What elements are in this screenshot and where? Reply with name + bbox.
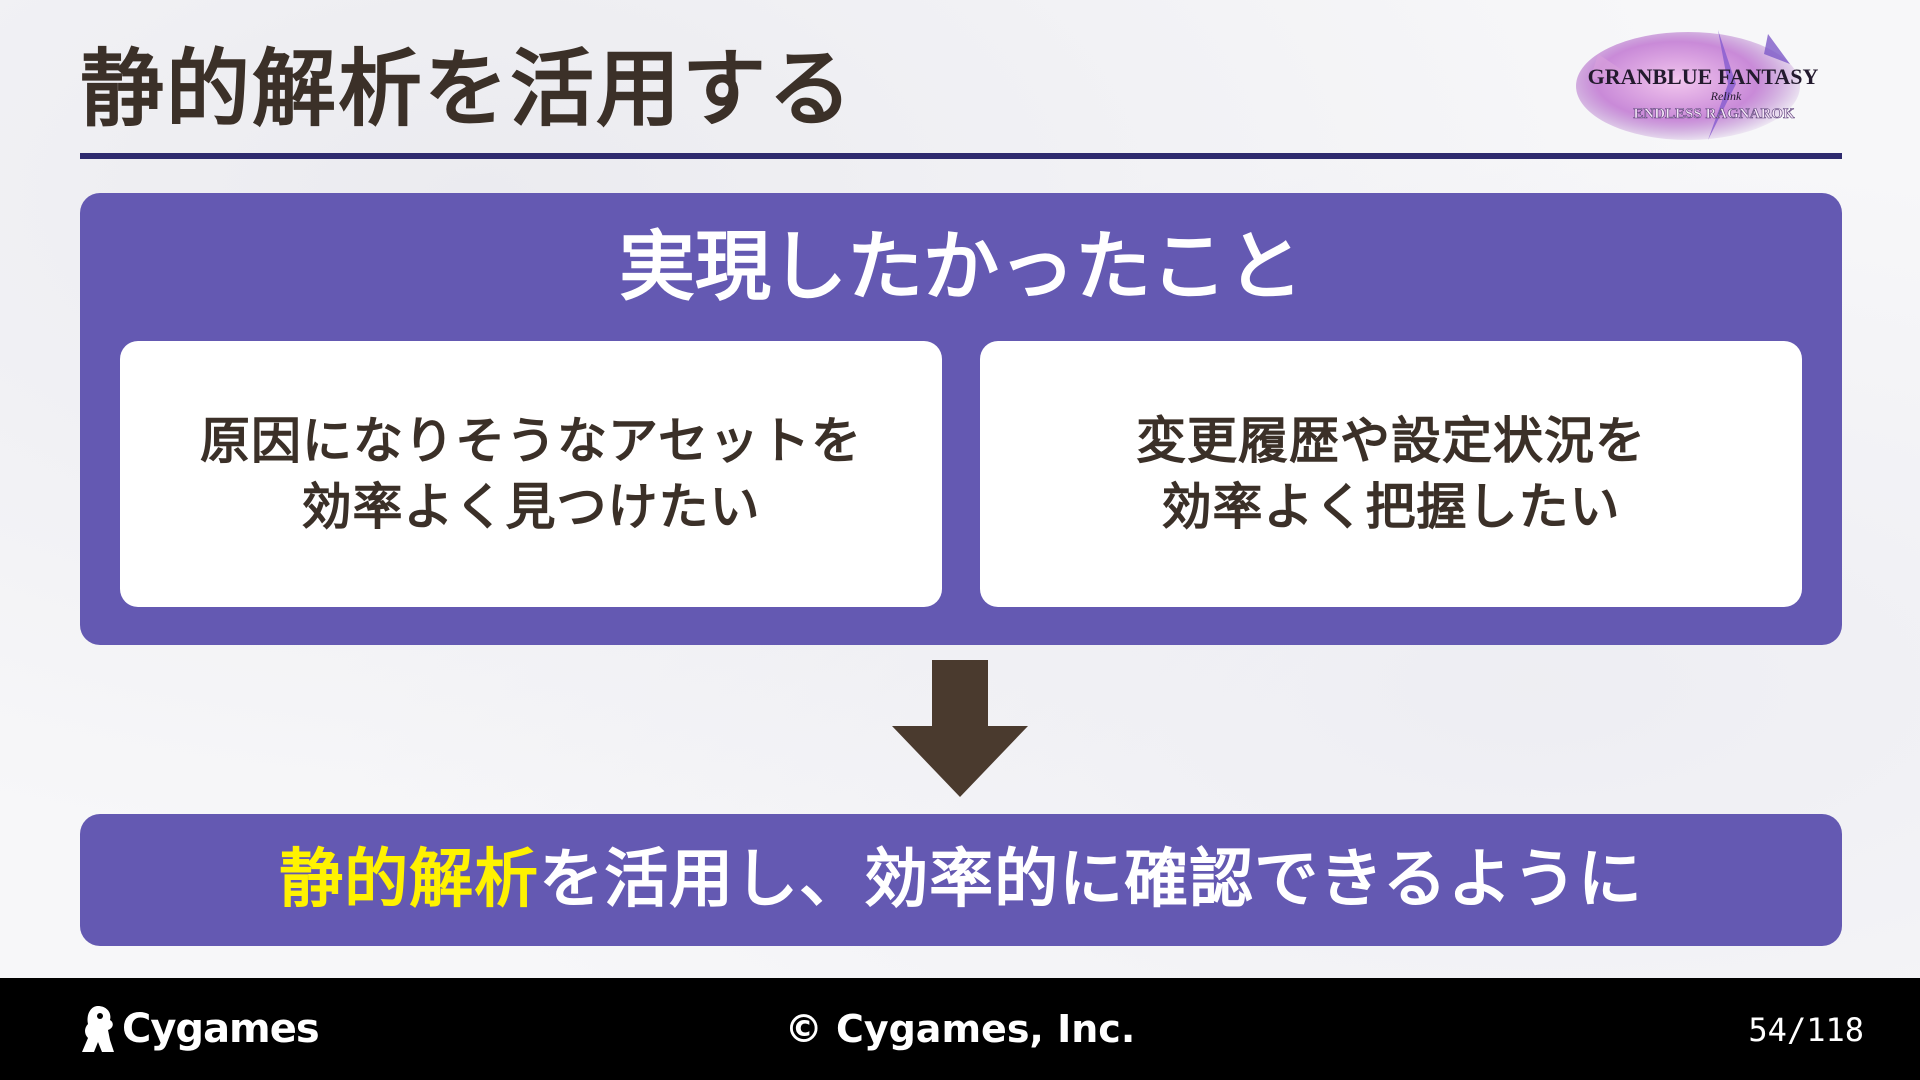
page-number: 54/118: [1748, 1011, 1864, 1049]
goal-card-line: 効率よく把握したい: [1161, 478, 1621, 536]
goals-panel: 実現したかったこと 原因になりそうなアセットを 効率よく見つけたい 変更履歴や設…: [80, 193, 1842, 645]
logo-subtitle-text: Relink: [1710, 89, 1742, 103]
conclusion-highlight: 静的解析: [279, 843, 540, 917]
down-arrow-icon: [892, 660, 1028, 797]
footer-bar: Cygames © Cygames, Inc. 54/118: [0, 978, 1920, 1080]
slide-title: 静的解析を活用する: [80, 40, 855, 138]
goal-card-line: 効率よく見つけたい: [301, 478, 761, 536]
logo-edition-text: ENDLESS RAGNAROK: [1633, 106, 1795, 122]
conclusion-text: を活用し、効率的に確認できるように: [539, 843, 1643, 917]
goal-card-assets: 原因になりそうなアセットを 効率よく見つけたい: [120, 341, 942, 607]
game-logo-graphic: GRANBLUE FANTASY Relink ENDLESS RAGNAROK: [1576, 30, 1819, 140]
game-logo: GRANBLUE FANTASY Relink ENDLESS RAGNAROK: [1568, 24, 1838, 144]
goal-card-line: 変更履歴や設定状況を: [1136, 412, 1646, 470]
goal-card-line: 原因になりそうなアセットを: [200, 412, 862, 470]
title-underline: [80, 153, 1842, 159]
conclusion-banner: 静的解析を活用し、効率的に確認できるように: [80, 814, 1842, 946]
cygames-brand: Cygames: [80, 1000, 320, 1058]
cygames-logo-icon: [82, 1006, 114, 1052]
copyright-text: © Cygames, Inc.: [784, 1007, 1136, 1051]
goals-heading: 実現したかったこと: [619, 222, 1303, 311]
goal-card-history: 変更履歴や設定状況を 効率よく把握したい: [980, 341, 1802, 607]
cygames-brand-text: Cygames: [122, 1006, 320, 1052]
logo-title-text: GRANBLUE FANTASY: [1588, 64, 1819, 89]
